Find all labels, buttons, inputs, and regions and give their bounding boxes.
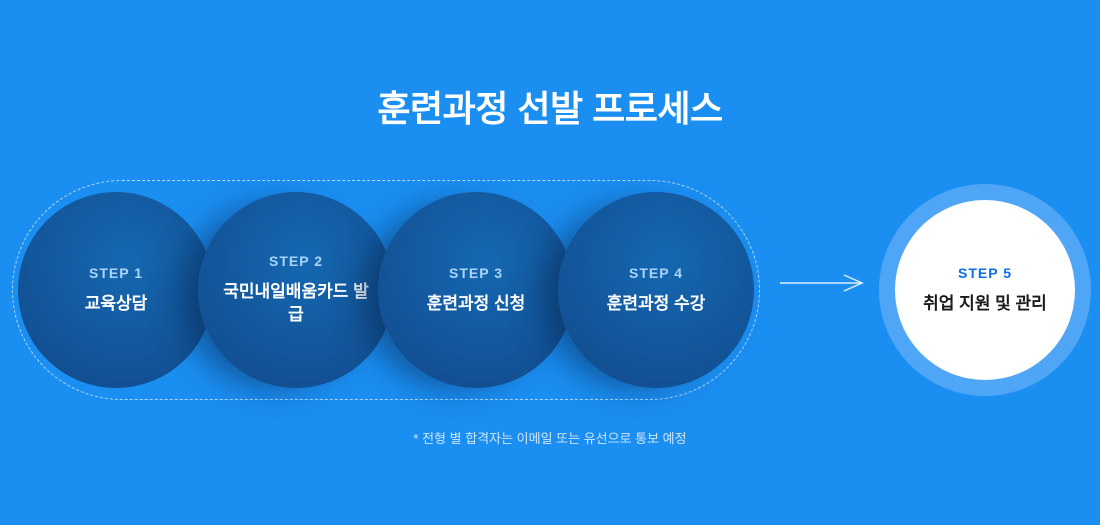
step-circle-1: STEP 1 교육상담 [18, 192, 214, 388]
step-label: STEP 5 [958, 264, 1012, 281]
step-circle-5: STEP 5 취업 지원 및 관리 [895, 200, 1075, 380]
step-label: STEP 3 [449, 264, 503, 281]
step-text: 취업 지원 및 관리 [923, 293, 1047, 313]
step-circle-3: STEP 3 훈련과정 신청 [378, 192, 574, 388]
right-arrow-icon [780, 274, 864, 292]
step-label: STEP 2 [269, 253, 323, 270]
step-circle-4: STEP 4 훈련과정 수강 [558, 192, 754, 388]
step-label: STEP 1 [89, 264, 143, 281]
footnote: * 전형 별 합격자는 이메일 또는 유선으로 통보 예정 [413, 431, 687, 446]
steps-row: STEP 1 교육상담 STEP 2 국민내일배움카드 발급 STEP 3 훈련… [18, 192, 754, 388]
step-text: 국민내일배움카드 발급 [223, 282, 369, 324]
step-text: 교육상담 [84, 293, 148, 313]
steps-group-outline [12, 180, 760, 400]
step-circle-2: STEP 2 국민내일배움카드 발급 [198, 192, 394, 388]
step-label: STEP 4 [629, 264, 683, 281]
page-title: 훈련과정 선발 프로세스 [377, 88, 723, 129]
step-text: 훈련과정 신청 [426, 293, 526, 313]
step-text: 훈련과정 수강 [606, 293, 706, 313]
